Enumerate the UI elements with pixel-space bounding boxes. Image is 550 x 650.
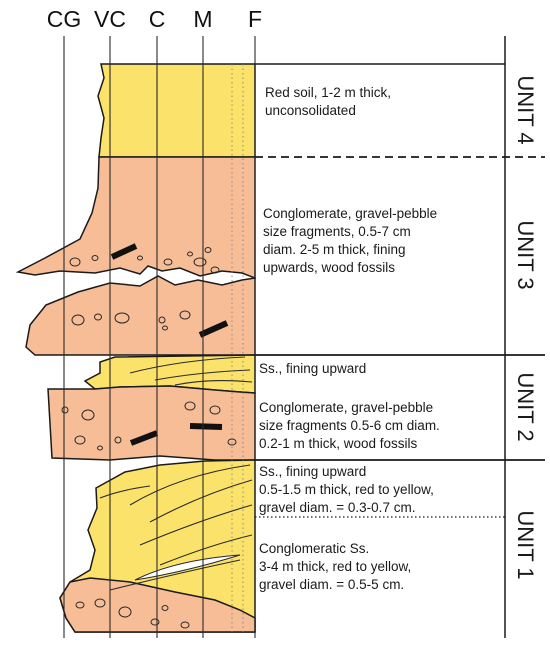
header-vc: VC [94,6,126,32]
desc-unit3-line3: diam. 2-5 m thick, fining [263,242,406,257]
desc-unit2-ss-line1: Ss., fining upward [259,361,366,376]
desc-unit2-cong-line2: size fragments 0.5-6 cm diam. [259,418,440,433]
desc-unit1-ss-line2: 0.5-1.5 m thick, red to yellow, [259,482,434,497]
unit3-lower-conglomerate [26,276,255,355]
desc-unit3-line1: Conglomerate, gravel-pebble [263,206,437,221]
header-m: M [193,6,212,32]
desc-unit4-line1: Red soil, 1-2 m thick, [265,85,391,100]
desc-unit1-cong-line2: 3-4 m thick, red to yellow, [259,559,411,574]
unit-label-4: UNIT 4 [513,75,538,144]
desc-unit3-line2: size fragments, 0.5-7 cm [263,224,411,239]
desc-unit2-cong-line3: 0.2-1 m thick, wood fossils [259,436,418,451]
desc-unit1-cong-line1: Conglomeratic Ss. [259,541,369,556]
unit-labels: UNIT 4 UNIT 3 UNIT 2 UNIT 1 [513,75,538,579]
header-c: C [149,6,166,32]
desc-unit1-ss-line3: gravel diam. = 0.3-0.7 cm. [259,500,415,515]
unit-label-3: UNIT 3 [513,220,538,289]
header-f: F [248,6,262,32]
desc-unit1-ss-line1: Ss., fining upward [259,464,366,479]
desc-unit1-cong-line3: gravel diam. = 0.5-5 cm. [259,577,404,592]
unit3-upper-conglomerate [18,157,255,278]
grain-size-headers: CG VC C M F [47,6,262,32]
header-cg: CG [47,6,82,32]
unit2-conglomerate [48,386,255,460]
desc-unit3-line4: upwards, wood fossils [263,260,395,275]
unit-descriptions: Red soil, 1-2 m thick, unconsolidated Co… [259,85,440,592]
unit-label-2: UNIT 2 [513,372,538,441]
desc-unit4-line2: unconsolidated [265,103,356,118]
unit4-soil-layer [98,64,255,157]
desc-unit2-cong-line1: Conglomerate, gravel-pebble [259,400,433,415]
unit-label-1: UNIT 1 [513,510,538,579]
